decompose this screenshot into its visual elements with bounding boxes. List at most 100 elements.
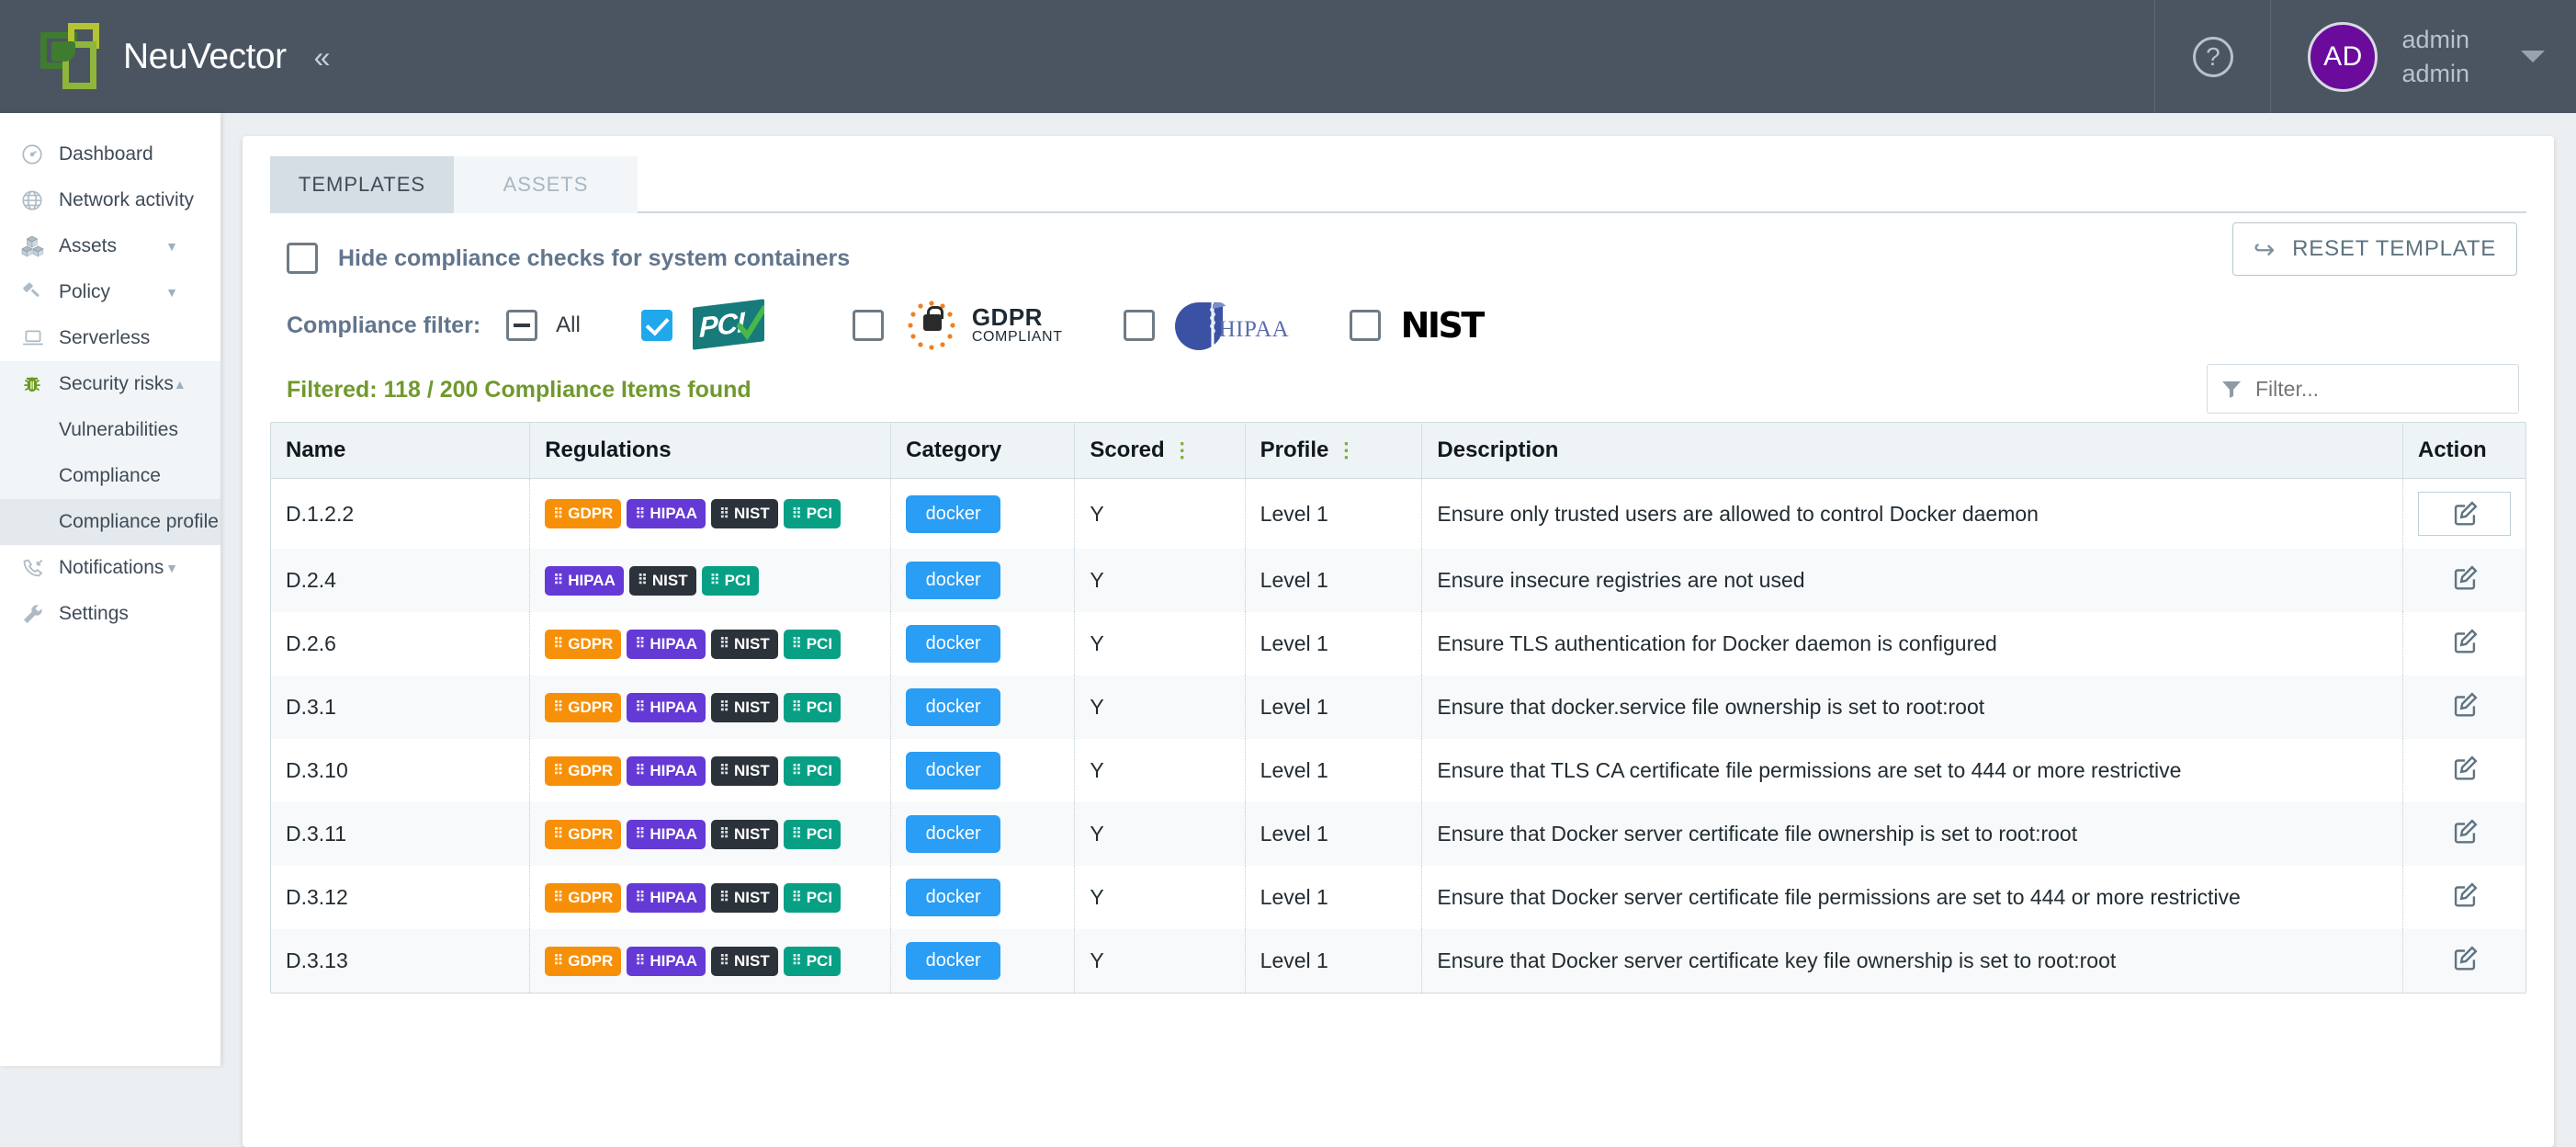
edit-row-button[interactable] [2449, 755, 2480, 789]
regulation-badge-hipaa[interactable]: ⠿HIPAA [627, 499, 706, 528]
drag-handle-icon[interactable]: ⠿ [791, 505, 802, 522]
filter-option-all[interactable]: All [506, 310, 581, 341]
drag-handle-icon[interactable]: ⠿ [553, 699, 563, 715]
regulation-badge-hipaa[interactable]: ⠿HIPAA [627, 819, 706, 849]
sidebar-item-dashboard[interactable]: Dashboard [0, 131, 220, 177]
regulation-badge-pci[interactable]: ⠿PCI [783, 499, 842, 528]
hide-system-containers-checkbox[interactable] [287, 243, 318, 274]
regulation-badge-nist[interactable]: ⠿NIST [710, 499, 778, 528]
drag-handle-icon[interactable]: ⠿ [791, 826, 802, 842]
drag-handle-icon[interactable]: ⠿ [553, 573, 563, 588]
regulation-badge-pci[interactable]: ⠿PCI [783, 882, 842, 913]
drag-handle-icon[interactable]: ⠿ [718, 699, 729, 715]
regulation-badge-pci[interactable]: ⠿PCI [783, 692, 842, 722]
drag-handle-icon[interactable]: ⠿ [718, 505, 729, 522]
filter-checkbox-all[interactable] [506, 310, 538, 341]
drag-handle-icon[interactable]: ⠿ [553, 763, 563, 778]
drag-handle-icon[interactable]: ⠿ [553, 953, 563, 969]
filter-checkbox-pci[interactable] [640, 310, 672, 341]
regulation-badge-gdpr[interactable]: ⠿GDPR [545, 629, 622, 659]
brand-area[interactable]: NeuVector « [0, 0, 395, 113]
col-header-profile[interactable]: Profile⋮ [1245, 423, 1423, 479]
regulation-badge-hipaa[interactable]: ⠿HIPAA [627, 755, 706, 786]
regulation-badge-nist[interactable]: ⠿NIST [710, 755, 778, 786]
filter-option-nist[interactable]: NIST [1349, 305, 1485, 346]
drag-handle-icon[interactable]: ⠿ [553, 890, 563, 905]
regulation-badge-gdpr[interactable]: ⠿GDPR [545, 946, 622, 976]
chevron-down-icon[interactable]: ▼ [165, 561, 178, 575]
sidebar-item-compliance[interactable]: Compliance [0, 453, 220, 499]
drag-handle-icon[interactable]: ⠿ [635, 505, 645, 522]
filter-input[interactable] [2255, 376, 2505, 402]
drag-handle-icon[interactable]: ⠿ [718, 763, 729, 778]
regulation-badge-nist[interactable]: ⠿NIST [710, 882, 778, 913]
edit-row-button[interactable] [2449, 881, 2480, 915]
sidebar-item-serverless[interactable]: Serverless [0, 315, 220, 361]
drag-handle-icon[interactable]: ⠿ [637, 573, 648, 588]
filter-checkbox-gdpr[interactable] [852, 310, 884, 341]
drag-handle-icon[interactable]: ⠿ [791, 699, 802, 715]
sidebar-item-compliance-profile[interactable]: Compliance profile [0, 499, 220, 545]
col-header-regulations[interactable]: Regulations [529, 423, 892, 479]
sidebar-item-vulnerabilities[interactable]: Vulnerabilities [0, 407, 220, 453]
regulation-badge-nist[interactable]: ⠿NIST [710, 692, 778, 722]
edit-row-button[interactable] [2449, 564, 2480, 598]
drag-handle-icon[interactable]: ⠿ [635, 953, 645, 969]
sidebar-item-security-risks[interactable]: Security risks ▲ [0, 361, 220, 407]
drag-handle-icon[interactable]: ⠿ [635, 890, 645, 905]
filter-checkbox-nist[interactable] [1349, 310, 1381, 341]
drag-handle-icon[interactable]: ⠿ [635, 826, 645, 842]
edit-row-button[interactable] [2449, 818, 2480, 852]
regulation-badge-nist[interactable]: ⠿NIST [710, 629, 778, 659]
col-header-category[interactable]: Category [890, 423, 1076, 479]
regulation-badge-gdpr[interactable]: ⠿GDPR [545, 755, 622, 786]
drag-handle-icon[interactable]: ⠿ [718, 636, 729, 652]
tab-assets[interactable]: ASSETS [454, 156, 638, 213]
tab-templates[interactable]: TEMPLATES [270, 156, 454, 213]
regulation-badge-nist[interactable]: ⠿NIST [710, 946, 778, 976]
drag-handle-icon[interactable]: ⠿ [635, 763, 645, 778]
edit-row-button[interactable] [2449, 945, 2480, 979]
regulation-badge-hipaa[interactable]: ⠿HIPAA [627, 692, 706, 722]
edit-row-button[interactable] [2449, 628, 2480, 662]
user-menu[interactable]: AD admin admin [2271, 0, 2576, 113]
regulation-badge-nist[interactable]: ⠿NIST [628, 565, 696, 596]
drag-handle-icon[interactable]: ⠿ [553, 505, 563, 522]
regulation-badge-nist[interactable]: ⠿NIST [710, 819, 778, 849]
drag-handle-icon[interactable]: ⠿ [635, 636, 645, 652]
drag-handle-icon[interactable]: ⠿ [553, 826, 563, 842]
edit-row-button[interactable] [2449, 691, 2480, 725]
regulation-badge-gdpr[interactable]: ⠿GDPR [545, 499, 622, 528]
info-icon[interactable]: ⋮ [1171, 438, 1192, 461]
regulation-badge-hipaa[interactable]: ⠿HIPAA [627, 882, 706, 913]
filter-option-gdpr[interactable]: GDPR COMPLIANT [852, 298, 1063, 353]
help-button[interactable]: ? [2154, 0, 2272, 113]
drag-handle-icon[interactable]: ⠿ [791, 636, 802, 652]
chevron-down-icon[interactable] [2521, 51, 2545, 62]
regulation-badge-gdpr[interactable]: ⠿GDPR [545, 819, 622, 849]
drag-handle-icon[interactable]: ⠿ [718, 826, 729, 842]
filter-checkbox-hipaa[interactable] [1123, 310, 1155, 341]
regulation-badge-pci[interactable]: ⠿PCI [783, 629, 842, 659]
sidebar-item-policy[interactable]: Policy ▼ [0, 269, 220, 315]
sidebar-item-notifications[interactable]: Notifications ▼ [0, 545, 220, 591]
edit-row-button[interactable] [2418, 492, 2511, 536]
info-icon[interactable]: ⋮ [1336, 438, 1357, 461]
regulation-badge-hipaa[interactable]: ⠿HIPAA [627, 946, 706, 976]
filter-option-hipaa[interactable]: HIPAA [1123, 299, 1289, 352]
col-header-scored[interactable]: Scored⋮ [1074, 423, 1246, 479]
col-header-name[interactable]: Name [271, 423, 531, 479]
sidebar-collapse-icon[interactable]: « [313, 40, 331, 74]
chevron-down-icon[interactable]: ▼ [165, 239, 178, 254]
regulation-badge-gdpr[interactable]: ⠿GDPR [545, 692, 622, 722]
regulation-badge-hipaa[interactable]: ⠿HIPAA [545, 565, 624, 596]
regulation-badge-hipaa[interactable]: ⠿HIPAA [627, 629, 706, 659]
col-header-description[interactable]: Description [1421, 423, 2403, 479]
